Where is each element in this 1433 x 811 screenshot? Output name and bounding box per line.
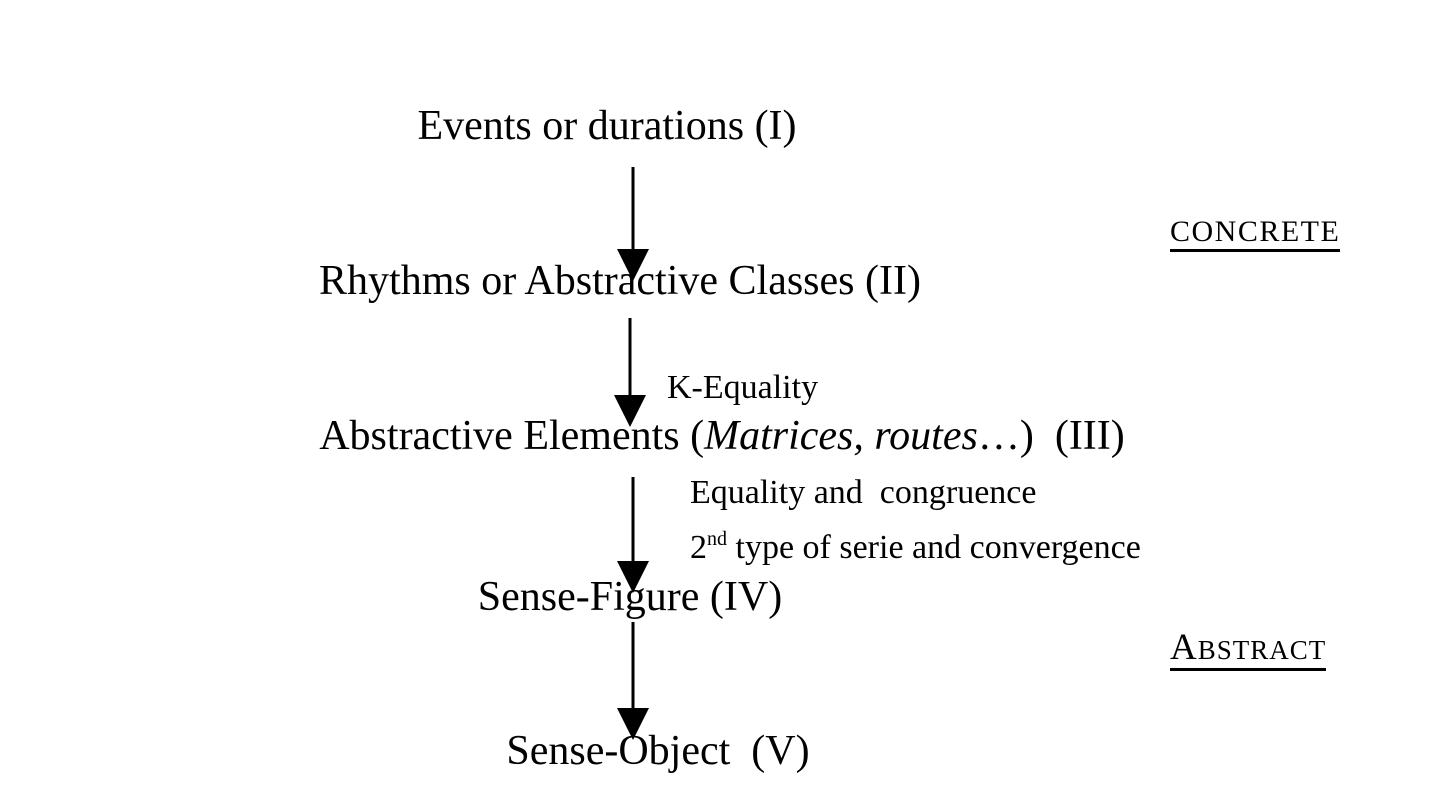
arrow-line [628, 318, 632, 397]
node-sense-figure: Sense-Figure (IV) [477, 574, 783, 620]
serie-base-text: 2 [690, 529, 707, 566]
node-events-or-durations: Events or durations (I) [417, 103, 797, 149]
serie-rest-text: type of serie and convergence [727, 529, 1141, 566]
arrow-head-icon [614, 395, 646, 427]
arrow-line [631, 622, 635, 710]
node-label-prefix: Abstractive Elements ( [319, 413, 705, 459]
arrow-iii-to-iv [617, 477, 649, 593]
arrow-ii-to-iii [614, 318, 646, 427]
node-sense-object: Sense-Object (V) [506, 728, 810, 774]
arrow-head-icon [617, 561, 649, 593]
node-abstractive-elements: Abstractive Elements (Matrices, routes…)… [319, 413, 1125, 459]
serie-superscript: nd [707, 528, 727, 550]
side-label-abstract: ABSTRACT [1170, 629, 1327, 671]
node-rhythms-or-abstractive-classes: Rhythms or Abstractive Classes (II) [319, 258, 921, 304]
edge-label-equality-and-congruence: Equality and congruence [690, 474, 1037, 511]
arrow-i-to-ii [617, 167, 649, 281]
arrow-line [631, 167, 635, 251]
edge-label-k-equality: K-Equality [667, 369, 819, 406]
node-label-suffix: …) (III) [977, 413, 1125, 459]
side-label-concrete: CONCRETE [1170, 217, 1341, 252]
arrow-head-icon [617, 708, 649, 740]
arrow-iv-to-v [617, 622, 649, 740]
node-label-italic: Matrices, routes [704, 413, 978, 459]
arrow-head-icon [617, 249, 649, 281]
arrow-line [631, 477, 635, 563]
edge-label-serie-and-convergence: 2nd type of serie and convergence [690, 528, 1141, 566]
